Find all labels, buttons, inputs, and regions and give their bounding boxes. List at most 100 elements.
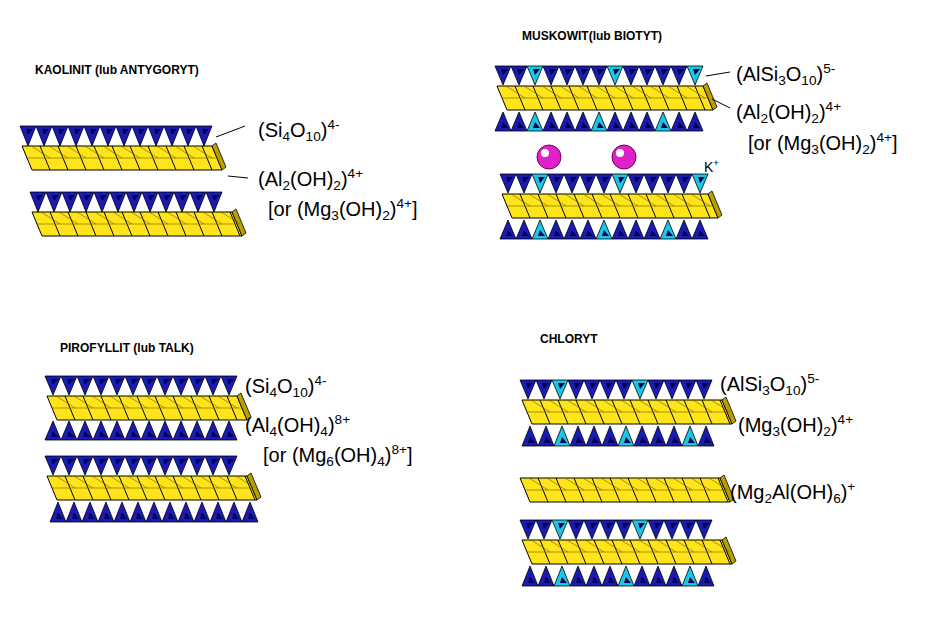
octahedron-edge <box>506 86 525 98</box>
formula-label: (Mg2Al(OH)6)+ <box>730 480 855 507</box>
tetrahedron <box>671 66 687 85</box>
tetrahedron <box>173 376 189 395</box>
tetrahedron-facet <box>602 230 609 236</box>
tetrahedron-facet <box>67 459 74 465</box>
tetrahedron <box>616 520 632 539</box>
tetrahedron-facet <box>147 379 154 385</box>
tetrahedron-facet <box>163 379 170 385</box>
tetrahedron <box>522 426 538 446</box>
tetrahedron-facet <box>640 577 647 583</box>
tetrahedron-facet <box>576 577 583 583</box>
tetrahedron <box>77 376 93 395</box>
tetrahedron <box>648 520 664 539</box>
tetrahedron-facet <box>74 129 81 135</box>
tetrahedron-facet <box>528 577 535 583</box>
tetrahedron <box>618 566 634 586</box>
leader-line <box>706 72 730 76</box>
tetrahedron-facet <box>115 459 122 465</box>
tetrahedron <box>548 174 564 193</box>
tetrahedron-facet <box>522 177 529 183</box>
tetrahedron-facet <box>554 177 561 183</box>
octahedral-layer <box>47 473 261 500</box>
octahedron-edge <box>52 408 242 409</box>
tetrahedron <box>226 502 242 522</box>
tetrahedral-layer <box>20 126 212 146</box>
tetrahedron <box>570 426 586 446</box>
tetrahedron <box>616 380 632 399</box>
tetrahedron <box>680 380 696 399</box>
tetrahedron-facet <box>170 129 177 135</box>
octahedron-edge <box>236 476 255 488</box>
leader-line <box>228 176 248 178</box>
tetrahedron <box>538 426 554 446</box>
tetrahedron <box>45 376 61 395</box>
tetrahedron <box>46 192 62 212</box>
tetrahedron <box>93 456 109 475</box>
octahedron-edge <box>203 212 222 224</box>
octahedral-band <box>520 478 730 502</box>
tetrahedron-facet <box>501 69 508 75</box>
tetrahedron-facet <box>501 122 508 128</box>
tetrahedron-facet <box>570 230 577 236</box>
octahedron-edge <box>673 194 692 206</box>
tetrahedron-facet <box>576 437 583 443</box>
tetrahedron-facet <box>99 379 106 385</box>
tetrahedron <box>536 520 552 539</box>
octahedron-edge <box>527 412 727 413</box>
tetrahedron-facet <box>677 69 684 75</box>
tetrahedron-facet <box>586 230 593 236</box>
octahedron-edge <box>657 540 676 552</box>
octahedron-edge <box>146 476 165 488</box>
tetrahedron-facet <box>645 122 652 128</box>
tetrahedron <box>36 126 52 146</box>
tetrahedron-facet <box>533 122 540 128</box>
octahedral-layer <box>502 191 722 218</box>
tetrahedron-facet <box>640 437 647 443</box>
tetrahedron <box>45 421 61 440</box>
tetrahedron-facet <box>115 379 122 385</box>
octahedron-edge <box>542 86 561 98</box>
octahedral-layer <box>520 475 734 502</box>
tetrahedron-facet <box>574 383 581 389</box>
tetrahedron-facet <box>136 513 143 519</box>
tetrahedron-facet <box>565 69 572 75</box>
tetrahedron-facet <box>522 230 529 236</box>
formula-label: [or (Mg3(OH)2)4+] <box>748 131 898 158</box>
tetrahedron-facet <box>99 431 106 437</box>
formula-label: (Mg3(OH)2)4+ <box>738 413 853 440</box>
tetrahedron <box>532 174 548 193</box>
tetrahedron <box>205 456 221 475</box>
octahedral-band <box>497 86 713 110</box>
octahedron-edge <box>621 540 640 552</box>
octahedron-edge <box>502 98 708 99</box>
octahedral-layer <box>32 209 246 236</box>
tetrahedron <box>650 566 666 586</box>
tetrahedral-layer <box>45 456 237 475</box>
tetrahedron <box>45 456 61 475</box>
octahedron-edge <box>547 194 566 206</box>
tetrahedron-facet <box>544 437 551 443</box>
tetrahedron <box>623 66 639 85</box>
tetrahedron-facet <box>634 177 641 183</box>
tetrahedron <box>618 426 634 446</box>
tetrahedron-facet <box>131 379 138 385</box>
tetrahedron-facet <box>645 69 652 75</box>
tetrahedron-facet <box>99 459 106 465</box>
tetrahedron-facet <box>216 513 223 519</box>
tetrahedron <box>584 520 600 539</box>
tetrahedron <box>696 520 712 539</box>
tetrahedron-facet <box>686 383 693 389</box>
tetrahedron-facet <box>688 437 695 443</box>
tetrahedron <box>676 174 692 193</box>
tetrahedral-layer <box>50 502 258 522</box>
octahedron-edge <box>511 194 530 206</box>
mineral-name: PIROFYLLIT (lub TALK) <box>60 342 194 355</box>
mineral-name: CHLORYT <box>540 333 598 346</box>
tetrahedron <box>655 112 671 131</box>
octahedron-edge <box>686 86 705 98</box>
octahedron-edge <box>56 396 75 408</box>
octahedron-edge <box>585 400 604 412</box>
tetrahedral-layer <box>30 192 222 212</box>
mineral-name: KAOLINIT (lub ANTYGORYT) <box>35 64 199 77</box>
tetrahedron <box>623 112 639 131</box>
